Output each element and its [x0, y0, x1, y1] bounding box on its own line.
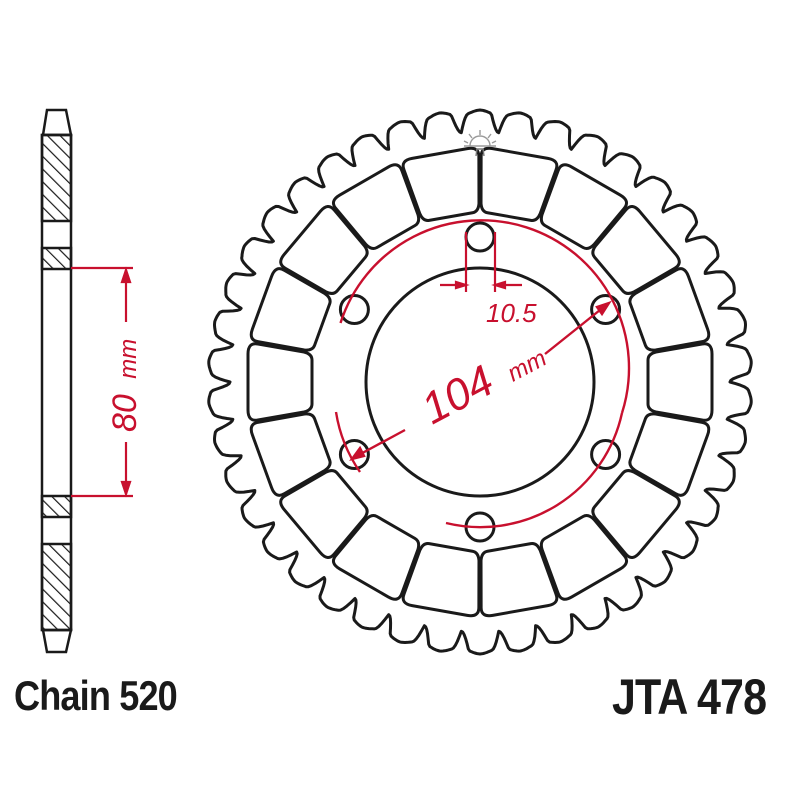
lightening-window	[646, 342, 714, 422]
lightening-window	[331, 163, 421, 251]
lightening-window	[249, 267, 332, 352]
side-view: 80 mm	[40, 108, 144, 654]
part-number-label: JTA 478	[612, 669, 767, 725]
hatch-lower-flange	[40, 494, 73, 519]
lightening-window	[539, 163, 629, 251]
lightening-window	[401, 146, 481, 222]
lightening-window	[331, 513, 421, 601]
bolt-hole-label: 10.5	[486, 298, 537, 328]
lightening-window	[246, 342, 314, 422]
side-bottom-tip	[41, 628, 73, 654]
lightening-window	[479, 542, 559, 618]
lightening-window	[279, 205, 369, 295]
hatch-upper-flange	[40, 246, 73, 271]
chain-size-label: Chain 520	[14, 672, 178, 719]
front-view: 104 mm 10.5	[207, 108, 753, 656]
lightening-window	[249, 412, 332, 497]
bolt-hole	[590, 439, 622, 470]
bolt-hole	[338, 439, 370, 470]
lightening-windows	[246, 146, 714, 618]
lightening-window	[539, 513, 629, 601]
lightening-window	[591, 205, 681, 295]
hub-thickness-label: 80 mm	[106, 339, 144, 432]
hub-thickness-dimension	[71, 266, 133, 498]
bolt-hole	[338, 294, 370, 325]
lightening-window	[628, 412, 711, 497]
side-top-tip	[41, 108, 73, 137]
bolt-hole-dimension	[440, 232, 522, 292]
lightening-window	[401, 542, 481, 618]
center-bore	[364, 266, 596, 498]
bolt-circle-dimension	[334, 219, 631, 529]
lightening-window	[279, 469, 369, 559]
lightening-window	[479, 146, 559, 222]
hatch-top-rim	[40, 133, 73, 223]
lightening-window	[591, 469, 681, 559]
bolt-hole	[590, 294, 622, 325]
hatch-bottom-rim	[40, 542, 73, 632]
lightening-window	[628, 267, 711, 352]
sun-logo-icon	[463, 130, 497, 157]
